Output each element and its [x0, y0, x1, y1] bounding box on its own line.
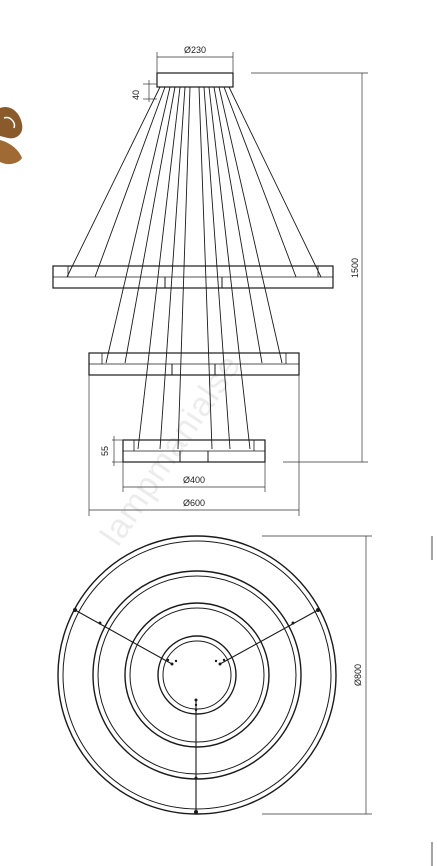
- bottom-ring-side: [122, 439, 266, 463]
- svg-text:55: 55: [100, 446, 110, 456]
- svg-text:Ø230: Ø230: [184, 45, 206, 55]
- suspension-cables: [66, 86, 322, 450]
- dim-top-view-diameter: Ø800: [262, 535, 372, 815]
- top-view: Ø800: [57, 535, 372, 815]
- svg-text:Ø800: Ø800: [353, 664, 363, 686]
- attachment-dots: [73, 608, 320, 814]
- top-ring-side: [52, 265, 334, 289]
- svg-text:Ø600: Ø600: [183, 498, 205, 508]
- support-arms: [74, 609, 319, 814]
- dim-canopy-height: 40: [131, 80, 157, 102]
- middle-ring-side: [88, 352, 300, 376]
- dim-middle-ring-diameter: Ø600: [88, 375, 300, 516]
- canopy: [156, 72, 234, 88]
- svg-text:40: 40: [131, 90, 141, 100]
- dim-small-ring-diameter: Ø400: [122, 462, 266, 492]
- dim-total-height: 1500: [251, 72, 368, 463]
- svg-text:Ø400: Ø400: [183, 475, 205, 485]
- svg-text:1500: 1500: [350, 258, 360, 278]
- dim-ring-height: 55: [100, 436, 123, 466]
- side-view: Ø230 40 1500 55 Ø400: [52, 45, 368, 516]
- brand-swirl-logo-icon: [0, 106, 23, 165]
- dim-canopy-diameter: Ø230: [156, 45, 234, 73]
